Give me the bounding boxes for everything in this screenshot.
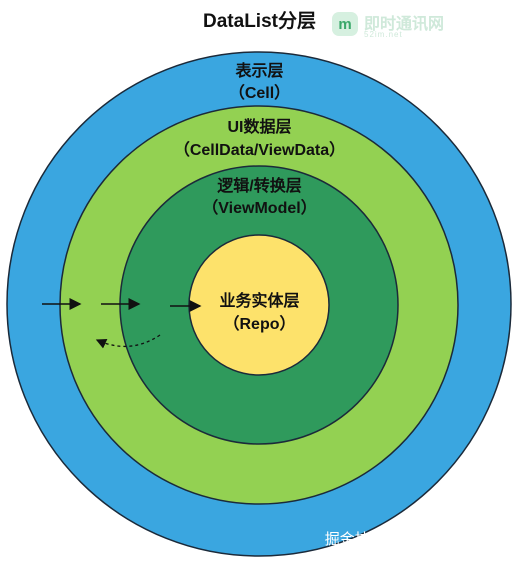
im-logo: m 即时通讯网 52im.net [332,8,462,44]
presentation-layer-name: 表示层 [235,63,284,80]
logo-badge: m [332,12,358,36]
dashed-return-arrow [95,334,161,349]
ui-data-layer-name: UI数据层 [227,119,292,136]
business-layer-name: 业务实体层 [219,293,300,310]
logic-layer-detail: （ViewModel） [202,200,317,217]
business-entity-layer-circle [188,234,330,376]
business-layer-detail: （Repo） [223,316,296,333]
logo-subtitle: 52im.net [364,30,403,39]
watermark: 掘金技术社区 @ JackJiang [324,531,505,548]
ui-data-layer-detail: （CellData/ViewData） [173,142,346,159]
logic-layer-name: 逻辑/转换层 [217,178,302,195]
diagram-title: DataList分层 [203,11,316,32]
presentation-layer-detail: （Cell） [228,85,291,102]
logo-name: 即时通讯网 [364,16,445,33]
